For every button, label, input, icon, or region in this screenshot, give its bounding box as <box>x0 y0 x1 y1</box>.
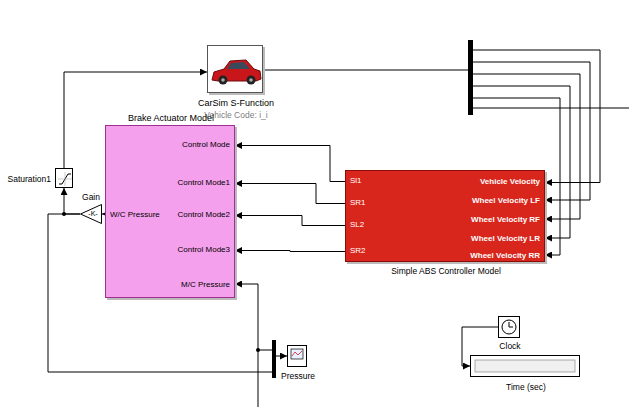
junction-dot <box>256 348 260 352</box>
port-label: SL2 <box>350 220 364 230</box>
gain-value: -K- <box>88 209 97 219</box>
sat-icon <box>56 169 72 187</box>
display-block: Time (sec) <box>470 355 580 377</box>
port-label: Control Mode3 <box>178 245 230 255</box>
signal-line <box>263 50 600 183</box>
car-icon <box>208 46 262 92</box>
port-label: Control Mode1 <box>178 178 230 188</box>
signal-line <box>235 184 345 204</box>
block-label: Time (sec) <box>506 382 546 392</box>
signal-line <box>64 188 80 214</box>
block-label: Saturation1 <box>8 174 51 184</box>
port-label: M/C Pressure <box>181 280 230 290</box>
mux-wire <box>473 62 590 200</box>
gain-block: Gain-K- <box>80 204 102 224</box>
junction-dot <box>62 212 66 216</box>
port-label: W/C Pressure <box>110 210 160 220</box>
display-icon <box>471 356 579 376</box>
port-label: Control Mode2 <box>178 210 230 220</box>
block-label: CarSim S-Function <box>198 98 274 108</box>
brake-actuator-block: Brake Actuator ModelControl ModeControl … <box>105 125 235 298</box>
signal-line <box>235 216 345 226</box>
saturation-block: Saturation1 <box>55 168 73 188</box>
scope-block: Pressure <box>287 345 307 367</box>
port-label: Control Mode <box>182 140 230 150</box>
block-label: Gain <box>82 192 100 202</box>
mux-wire <box>473 108 629 109</box>
port-label: Wheel Velocity LF <box>472 196 540 206</box>
port-label: Vehicle Velocity <box>480 177 540 187</box>
clock-block: Clock <box>498 316 520 338</box>
clock-icon <box>499 317 519 337</box>
block-label: Pressure <box>281 371 315 381</box>
carsim-block: CarSim S-FunctionVehicle Code: i_i <box>207 45 263 93</box>
signal-wire <box>258 350 272 351</box>
mux-bar <box>272 340 276 378</box>
mux-bar <box>468 40 473 115</box>
block-label: Simple ABS Controller Model <box>391 266 501 276</box>
scope-icon <box>288 346 306 366</box>
port-label: SR2 <box>350 246 366 256</box>
port-label: SR1 <box>350 198 366 208</box>
port-label: Wheel Velocity LR <box>471 234 540 244</box>
port-label: Wheel Velocity RR <box>470 251 540 261</box>
port-label: Sl1 <box>350 176 362 186</box>
block-label: Clock <box>499 341 520 351</box>
abs-controller-block: Sl1SR1SL2SR2 Vehicle VelocityWheel Veloci… <box>345 170 545 262</box>
signal-line <box>235 146 345 182</box>
signal-line <box>235 251 345 252</box>
block-label: Brake Actuator Model <box>128 113 214 123</box>
port-label: Wheel Velocity RF <box>471 215 540 225</box>
signal-wire <box>235 284 258 407</box>
